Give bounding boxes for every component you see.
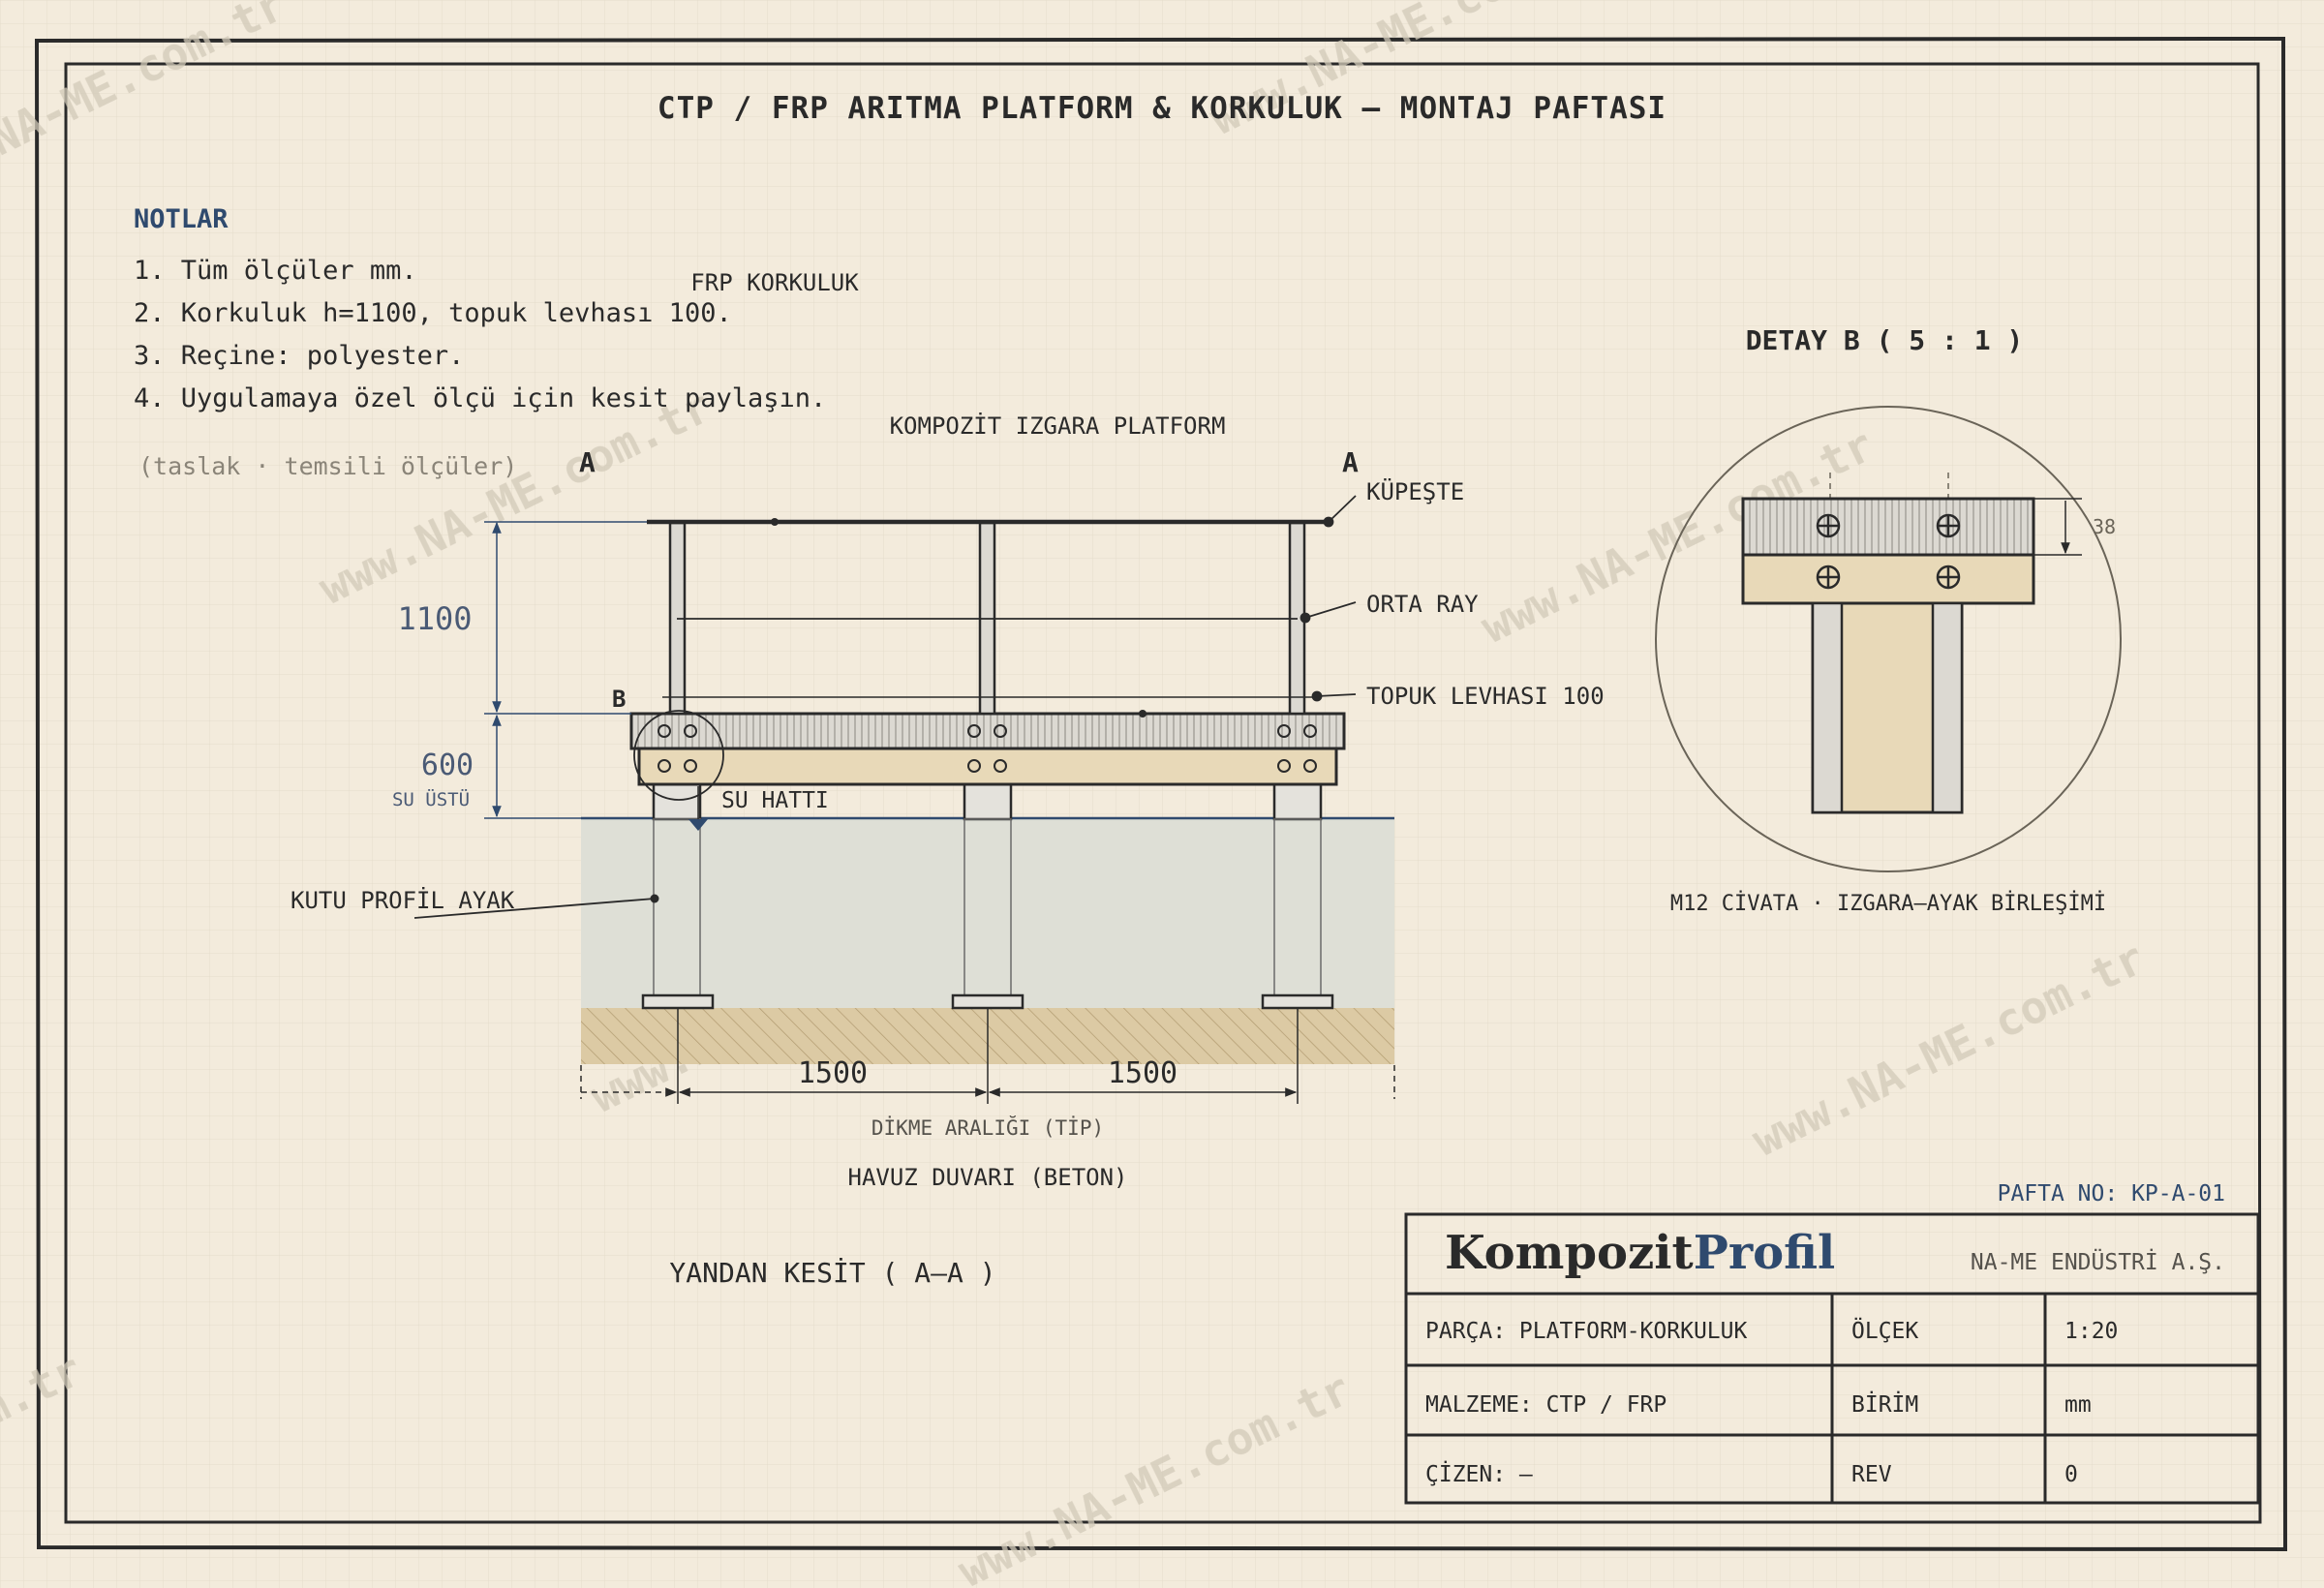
leg-cap <box>963 782 1013 821</box>
base-plate <box>641 993 715 1010</box>
section-mark-right: A <box>1342 446 1359 478</box>
note-item: 4. Uygulamaya özel ölçü için kesit payla… <box>134 383 826 413</box>
note-item: 2. Korkuluk h=1100, topuk levhası 100. <box>134 298 732 328</box>
detail-b-mark: B <box>612 686 626 713</box>
callouts-right <box>1300 495 1357 702</box>
leg-callout-line <box>413 898 656 919</box>
row-key-scale: ÖLÇEK <box>1851 1317 1918 1344</box>
section-caption: YANDAN KESİT ( A–A ) <box>669 1257 995 1289</box>
inner-border <box>64 62 2262 1524</box>
detail-grating <box>1741 497 2035 557</box>
detail-caption: M12 CİVATA · IZGARA–AYAK BİRLEŞİMİ <box>1670 891 2106 916</box>
draft-note: (taslak · temsili ölçüler) <box>138 452 517 480</box>
detail-bolt-icons <box>1816 513 1961 590</box>
notes-heading: NOTLAR <box>134 204 229 234</box>
page-title: CTP / FRP ARITMA PLATFORM & KORKULUK — M… <box>657 91 1667 126</box>
logo-part1: Kompozit <box>1445 1226 1694 1280</box>
row-value-rev: 0 <box>2064 1462 2078 1487</box>
label-frp-korkuluk: FRP KORKULUK <box>690 269 859 296</box>
dim-water-600: 600 <box>421 748 474 782</box>
sheet-number: PAFTA NO: KP-A-01 <box>1998 1181 2225 1206</box>
row-key-unit: BİRİM <box>1851 1390 1918 1418</box>
legs <box>652 782 1323 821</box>
water-level-marker <box>688 819 708 831</box>
dim-span-2: 1500 <box>1108 1056 1177 1090</box>
leg-callout-dot <box>650 894 659 903</box>
row-key-rev: REV <box>1851 1462 1892 1487</box>
leg-cap <box>652 782 702 821</box>
dim-span-1: 1500 <box>798 1056 868 1090</box>
row-label-material: MALZEME: CTP / FRP <box>1425 1392 1667 1418</box>
leg-cap <box>1272 782 1323 821</box>
detail-bearer <box>1741 553 2035 605</box>
label-orta-ray: ORTA RAY <box>1366 591 1479 618</box>
section-mark-left: A <box>579 446 596 478</box>
label-kutu-profil-ayak: KUTU PROFİL AYAK <box>290 886 515 914</box>
detail-b-marker-circle <box>633 710 724 801</box>
label-water-line: SU HATTI <box>721 788 829 813</box>
detail-dim-38: 38 <box>2093 515 2116 538</box>
platform-grating <box>629 712 1346 750</box>
outer-border <box>34 36 2288 1552</box>
detail-b-drawing <box>1741 473 2082 814</box>
base-plates <box>641 993 1334 1010</box>
row-value-scale: 1:20 <box>2064 1319 2118 1344</box>
water-body <box>581 818 1394 1008</box>
logo: KompozitProfil <box>1445 1226 1835 1280</box>
detail-leg-wall <box>1931 601 1964 814</box>
detail-circle <box>1655 406 2122 872</box>
row-label-drawn-by: ÇİZEN: — <box>1425 1460 1533 1487</box>
label-platform: KOMPOZİT IZGARA PLATFORM <box>890 412 1226 440</box>
company-name: NA-ME ENDÜSTRİ A.Ş. <box>1971 1248 2225 1275</box>
label-topuk-levhasi: TOPUK LEVHASI 100 <box>1366 683 1605 710</box>
note-item: 1. Tüm ölçüler mm. <box>134 256 417 286</box>
bolts <box>657 724 1317 773</box>
dim-water-sub: SU ÜSTÜ <box>392 788 470 810</box>
rail-dot <box>771 518 779 526</box>
logo-part2: Profil <box>1694 1226 1836 1280</box>
row-label-part: PARÇA: PLATFORM-KORKULUK <box>1425 1319 1747 1344</box>
vertical-dimensions <box>484 521 647 819</box>
title-block-frame <box>1404 1212 2260 1505</box>
label-kupeste: KÜPEŞTE <box>1366 477 1464 505</box>
base-plate <box>1261 993 1334 1010</box>
note-item: 3. Reçine: polyester. <box>134 341 464 371</box>
detail-leg-wall <box>1811 601 1844 814</box>
row-value-unit: mm <box>2064 1392 2092 1418</box>
detail-title: DETAY B ( 5 : 1 ) <box>1746 324 2024 356</box>
rail-dot <box>1139 710 1147 718</box>
horizontal-dimensions <box>580 1007 1395 1104</box>
label-wall: HAVUZ DUVARI (BETON) <box>848 1164 1128 1191</box>
platform-bearer <box>637 747 1338 786</box>
label-spacing: DİKME ARALIĞI (TİP) <box>872 1115 1104 1140</box>
base-plate <box>951 993 1024 1010</box>
dim-height-1100: 1100 <box>397 600 472 637</box>
